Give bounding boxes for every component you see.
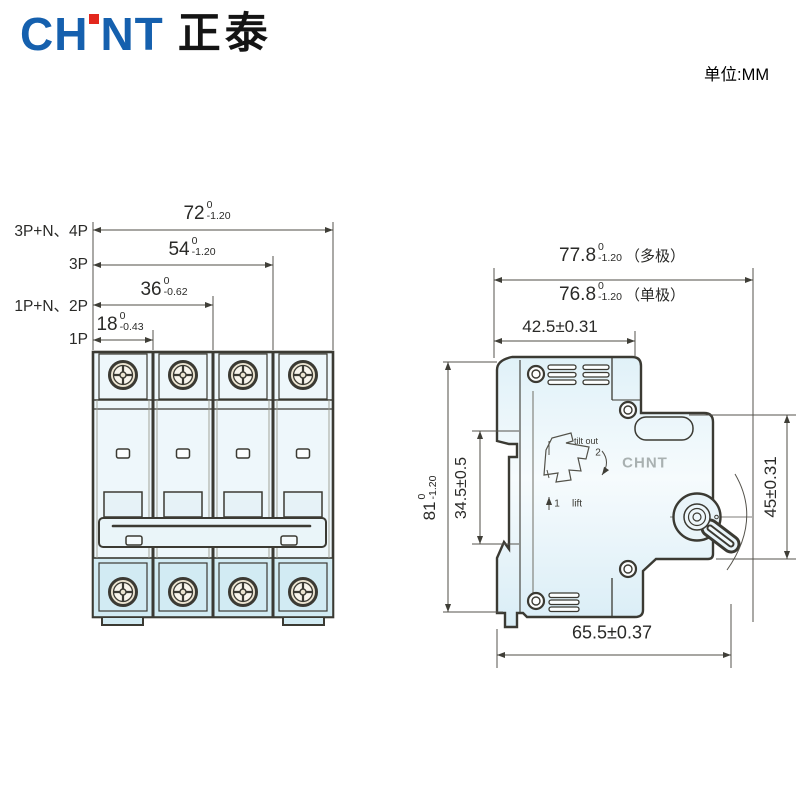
dim-depth-single: 76.8 0-1.20 （单极） — [559, 280, 685, 305]
tilt-out-label: tilt out — [573, 436, 599, 446]
lift-label: lift — [572, 498, 582, 510]
step1-label: 1 — [554, 498, 560, 510]
tilt-out-arrow — [601, 450, 610, 476]
dim-din-slot: 34.5±0.5 — [453, 456, 470, 520]
toggle-knob — [670, 473, 752, 571]
dim-bottom-depth: 65.5±0.37 — [572, 622, 652, 643]
side-body-logo: CHNT — [622, 454, 668, 472]
dim-front-height: 45±0.31 — [761, 456, 780, 518]
logo-chinese-text: 正泰 — [177, 10, 272, 58]
dim-height: 81 0-1.20 — [416, 475, 439, 521]
front-view-dimensions — [92, 222, 334, 350]
handle-tie-bar — [98, 517, 327, 548]
dim-width-1p: 18 0-0.43 — [96, 310, 144, 335]
lever-swing-arc — [726, 473, 748, 571]
chint-logo: CH NT 正泰 — [20, 10, 272, 58]
dim-width-2p: 36 0-0.62 — [140, 275, 188, 300]
dim-width-4p: 72 0-1.20 — [183, 199, 231, 224]
mounting-rotation-sketch — [543, 432, 590, 483]
dim-top-depth: 42.5±0.31 — [522, 317, 598, 336]
logo-text-right: NT — [100, 8, 164, 60]
unit-label: 单位:MM — [704, 66, 770, 84]
pole-label-1p: 1P — [69, 331, 88, 348]
pole-label-4p: 3P+N、4P — [14, 223, 88, 240]
pole-label-2p: 1P+N、2P — [14, 298, 88, 315]
dim-depth-multi: 77.8 0-1.20 （多极） — [559, 241, 685, 266]
front-view-drawing — [91, 222, 335, 626]
logo-red-dot-icon — [89, 14, 100, 24]
side-view-dimensions — [443, 268, 796, 668]
dim-width-3p: 54 0-1.20 — [168, 235, 216, 260]
pole-label-3p: 3P — [69, 256, 88, 273]
logo-text-left: CH — [20, 8, 89, 60]
side-view-drawing — [443, 268, 796, 668]
step2-label: 2 — [595, 447, 601, 459]
